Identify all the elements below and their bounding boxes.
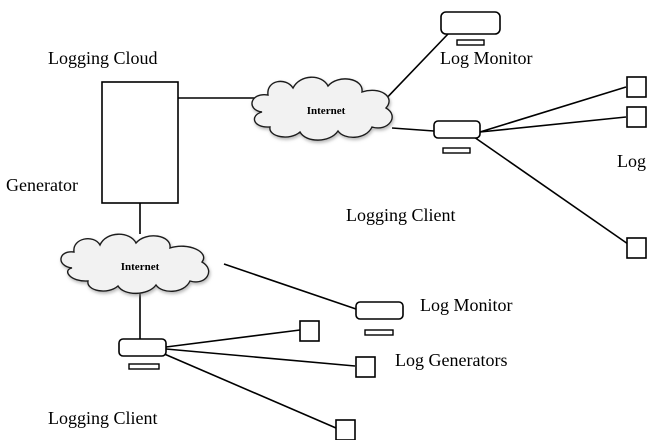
label-log-monitor-bottom: Log Monitor xyxy=(420,295,513,315)
link-top-client-to-generator-2 xyxy=(479,116,627,133)
bottom-logging-client xyxy=(118,338,167,357)
top-internet-cloud xyxy=(251,76,393,141)
top-log-generator-1 xyxy=(626,76,647,98)
link-top-internet-to-client xyxy=(391,127,435,132)
bottom-log-monitor xyxy=(355,301,404,320)
bottom-log-generator-3 xyxy=(335,419,356,440)
bottom-log-generator-1 xyxy=(299,320,320,342)
label-log-generators: Log Generators xyxy=(395,350,508,370)
bottom-log-monitor-stand xyxy=(364,329,394,336)
label-logging-client-top: Logging Client xyxy=(346,205,456,225)
connector-lines xyxy=(139,33,629,429)
link-bottom-client-to-generator-3 xyxy=(161,352,337,429)
bottom-internet-cloud xyxy=(60,233,210,295)
link-bottom-client-to-generator-2 xyxy=(165,348,356,367)
bottom-logging-client-base xyxy=(128,363,160,370)
link-top-client-to-generator-3 xyxy=(473,136,629,245)
label-logging-cloud: Logging Cloud xyxy=(48,48,158,68)
label-log-right: Log xyxy=(617,151,646,171)
bottom-log-generator-2 xyxy=(355,356,376,378)
label-generator: Generator xyxy=(6,175,78,195)
label-log-monitor-top: Log Monitor xyxy=(440,48,533,68)
top-log-generator-2 xyxy=(626,106,647,128)
link-bottom-client-to-generator-1 xyxy=(165,329,301,348)
top-logging-client xyxy=(433,120,481,139)
bottom-internet-label: Internet xyxy=(121,261,160,273)
top-logging-client-base xyxy=(442,147,471,154)
label-logging-client-bottom: Logging Client xyxy=(48,408,158,428)
logging-cloud-server xyxy=(101,81,179,204)
top-log-monitor-stand xyxy=(456,39,485,46)
top-log-monitor xyxy=(440,11,501,35)
top-internet-label: Internet xyxy=(307,105,346,117)
link-bottom-internet-to-monitor xyxy=(223,263,357,310)
link-top-client-to-generator-1 xyxy=(479,86,627,133)
top-log-generator-3 xyxy=(626,237,647,259)
